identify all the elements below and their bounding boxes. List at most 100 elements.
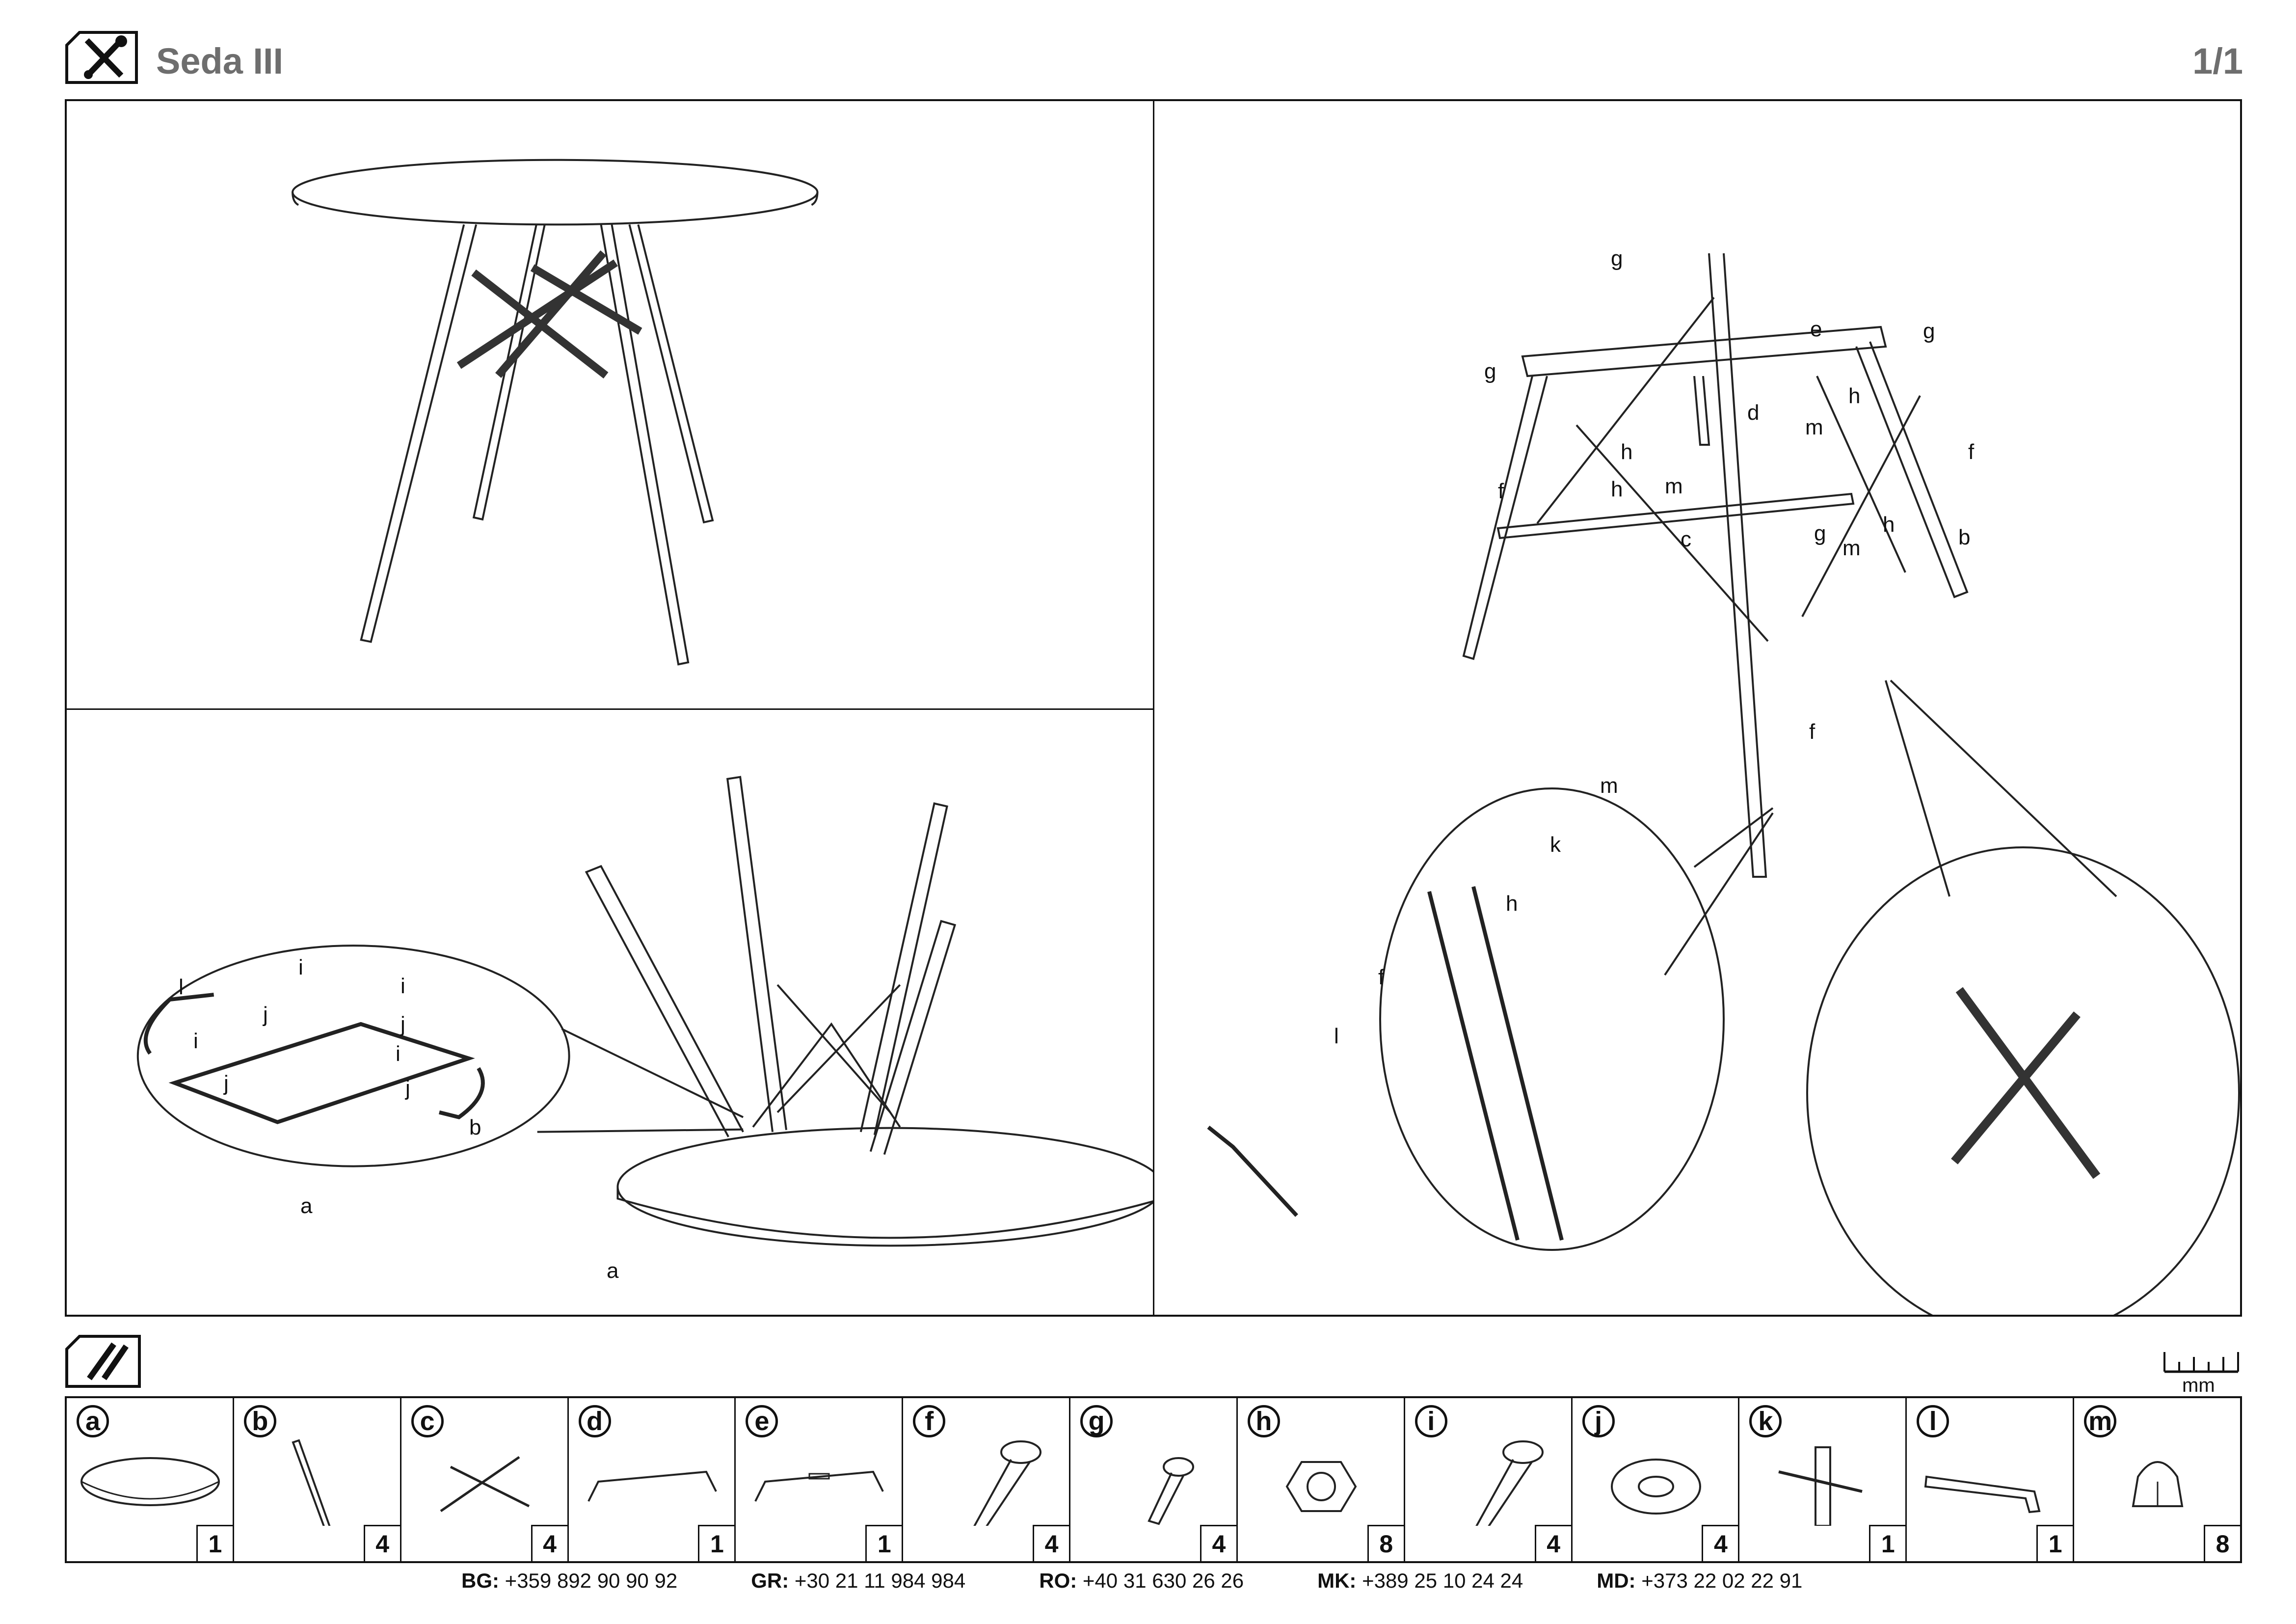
part-m: m 8 [2074, 1398, 2240, 1561]
part-i: i 4 [1405, 1398, 1573, 1561]
callout-g: g [1923, 319, 1935, 343]
contact-list: BG: +359 892 90 90 92 GR: +30 21 11 984 … [461, 1569, 1802, 1593]
part-letter: d [578, 1405, 611, 1437]
contact-ro: RO: +40 31 630 26 26 [1039, 1569, 1244, 1592]
part-b: b 4 [234, 1398, 401, 1561]
tabletop-icon [80, 1457, 220, 1506]
callout-h: h [1621, 440, 1633, 464]
callout-d: d [1747, 401, 1760, 425]
part-c: c 4 [401, 1398, 569, 1561]
callout-b: b [469, 1115, 481, 1139]
rail-icon [587, 1470, 717, 1502]
callout-h: h [1611, 477, 1623, 501]
part-a: a 1 [67, 1398, 234, 1561]
callout-h: h [1883, 513, 1895, 537]
callout-a: a [300, 1194, 313, 1218]
part-letter: h [1247, 1405, 1280, 1437]
part-letter: i [1415, 1405, 1447, 1437]
part-qty: 1 [2036, 1525, 2073, 1561]
contact-md: MD: +373 22 02 22 91 [1597, 1569, 1803, 1592]
part-k: k 1 [1739, 1398, 1907, 1561]
callout-a: a [607, 1259, 619, 1283]
frame-assembly-illustration [1207, 253, 2240, 1315]
callout-l: l [179, 975, 184, 999]
washer-icon [1610, 1459, 1701, 1515]
callout-g: g [1814, 521, 1826, 545]
callout-j: j [400, 1012, 405, 1036]
leg-icon [292, 1439, 331, 1526]
part-j: j 4 [1573, 1398, 1740, 1561]
part-qty: 4 [1033, 1525, 1069, 1561]
part-qty: 4 [1534, 1525, 1571, 1561]
parts-list-icon [65, 1335, 141, 1388]
callout-i: i [400, 974, 405, 998]
part-f: f 4 [903, 1398, 1071, 1561]
ruler-icon [2163, 1352, 2239, 1373]
rail-slotted-icon [754, 1470, 884, 1502]
part-qty: 4 [363, 1525, 400, 1561]
t-wrench-icon [1778, 1446, 1863, 1526]
callout-i: i [396, 1042, 400, 1066]
part-e: e 1 [736, 1398, 904, 1561]
callout-f: f [1498, 479, 1504, 503]
part-letter: e [746, 1405, 778, 1437]
callout-g: g [1484, 359, 1496, 383]
callout-k: k [1550, 833, 1561, 857]
frame-assembly-panel: g e g g h m d f h m h f c g m h b f m k … [1154, 101, 2240, 1315]
part-qty: 1 [196, 1525, 233, 1561]
part-qty: 1 [1869, 1525, 1906, 1561]
callout-l: l [1334, 1024, 1339, 1048]
assembled-table-illustration [292, 159, 819, 666]
callout-h: h [1848, 384, 1861, 408]
assembly-frame: l i i i j j j j i b a a [65, 99, 2242, 1317]
bolt-icon [1475, 1440, 1544, 1526]
cap-nut-icon [2132, 1461, 2184, 1507]
part-h: h 8 [1238, 1398, 1405, 1561]
callout-f: f [1809, 720, 1815, 744]
callout-i: i [193, 1029, 198, 1053]
part-letter: g [1080, 1405, 1113, 1437]
contact-gr: GR: +30 21 11 984 984 [751, 1569, 966, 1592]
callout-j: j [224, 1071, 229, 1095]
part-qty: 1 [865, 1525, 902, 1561]
callout-h: h [1506, 892, 1518, 916]
hex-nut-icon [1285, 1461, 1357, 1512]
attach-tabletop-illustration [136, 776, 1153, 1247]
part-qty: 8 [1367, 1525, 1404, 1561]
tools-icon [65, 31, 138, 84]
part-qty: 4 [1200, 1525, 1236, 1561]
callout-m: m [1600, 774, 1618, 798]
callout-g: g [1611, 246, 1623, 271]
cross-brace-icon [440, 1456, 530, 1513]
callout-j: j [263, 1002, 268, 1027]
part-qty: 4 [1702, 1525, 1738, 1561]
callout-m: m [1805, 415, 1823, 439]
contact-bg: BG: +359 892 90 90 92 [461, 1569, 678, 1592]
part-letter: l [1917, 1405, 1949, 1437]
callout-m: m [1842, 536, 1861, 560]
part-letter: k [1749, 1405, 1782, 1437]
part-qty: 4 [531, 1525, 567, 1561]
long-screw-icon [973, 1440, 1042, 1526]
part-letter: f [913, 1405, 946, 1437]
contact-mk: MK: +389 25 10 24 24 [1317, 1569, 1523, 1592]
callout-b: b [1958, 525, 1971, 549]
part-letter: j [1582, 1405, 1615, 1437]
part-l: l 1 [1907, 1398, 2075, 1561]
callout-c: c [1681, 527, 1691, 551]
callout-e: e [1810, 317, 1822, 341]
callout-j: j [405, 1076, 410, 1100]
assembled-table-panel [67, 101, 1154, 710]
part-letter: m [2084, 1405, 2117, 1437]
part-letter: c [411, 1405, 444, 1437]
short-screw-icon [1148, 1457, 1195, 1525]
part-qty: 1 [698, 1525, 735, 1561]
parts-list: a 1 b 4 c 4 d 1 e 1 f 4 g 4 h 8 i 4 [65, 1396, 2242, 1563]
callout-f: f [1378, 965, 1385, 989]
callout-i: i [298, 955, 303, 979]
part-letter: a [77, 1405, 109, 1437]
callout-m: m [1665, 474, 1683, 498]
page-title: Seda III [156, 41, 284, 81]
allen-key-icon [1924, 1475, 2041, 1514]
part-d: d 1 [569, 1398, 736, 1561]
